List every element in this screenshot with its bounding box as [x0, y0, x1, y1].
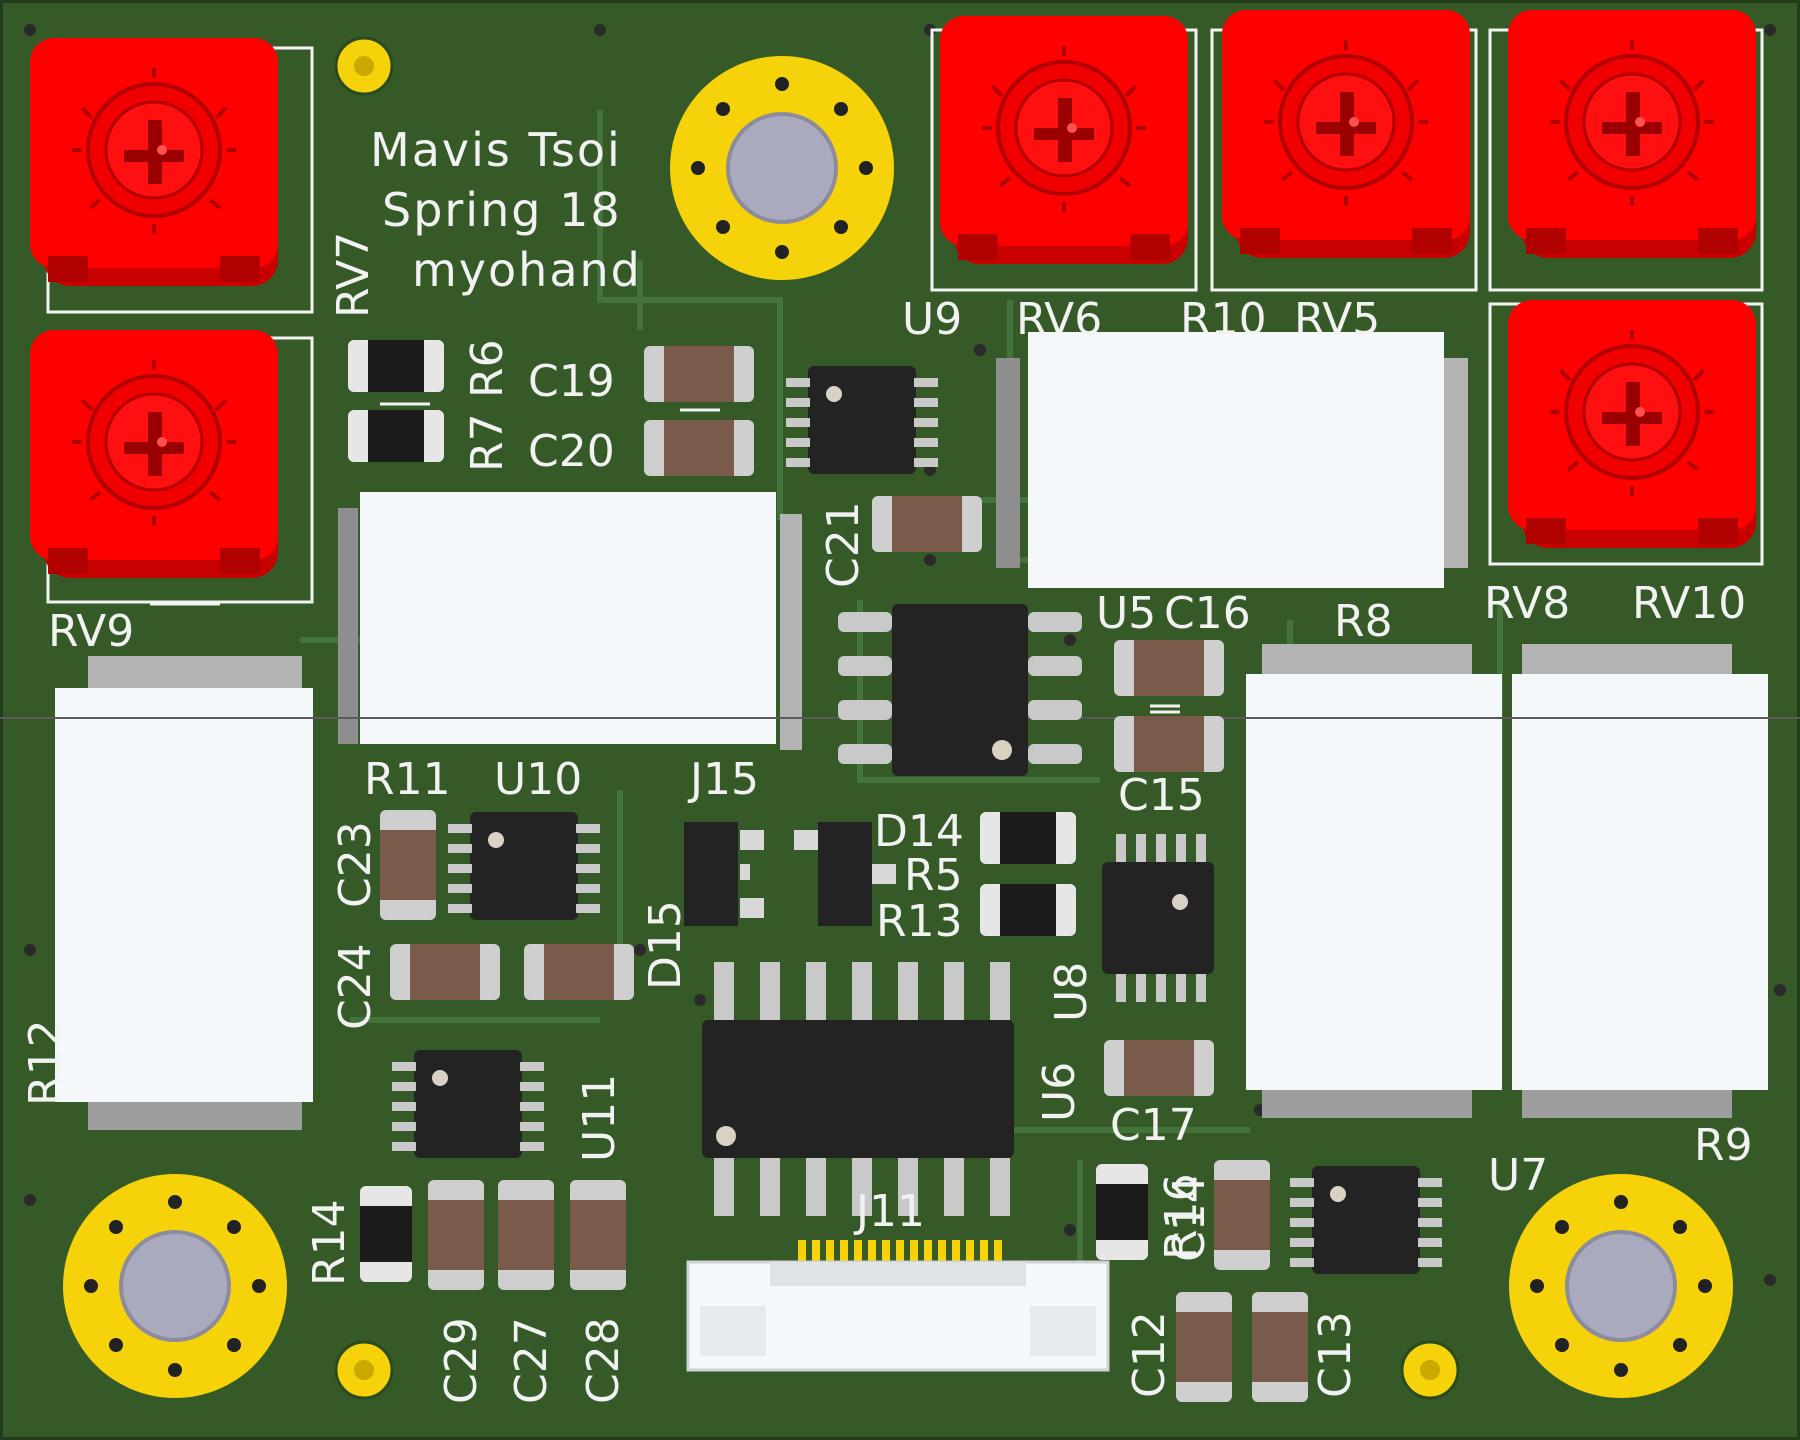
ic-u6 — [702, 962, 1014, 1216]
label-r8: R8 — [1334, 596, 1393, 647]
label-r7: R7 — [462, 413, 513, 472]
capacitor-c24 — [390, 944, 500, 1000]
label-c24: C24 — [330, 943, 381, 1030]
label-c16: C16 — [1164, 588, 1251, 639]
capacitor-c28 — [570, 1180, 626, 1290]
resistor-r6 — [348, 340, 444, 392]
capacitor-c17 — [1104, 1040, 1214, 1096]
label-r5: R5 — [904, 850, 963, 901]
capacitor-c20 — [644, 420, 754, 476]
label-u7: U7 — [1488, 1150, 1548, 1201]
capacitor-c27 — [498, 1180, 554, 1290]
capacitor-c12 — [1176, 1292, 1232, 1402]
label-c12: C12 — [1124, 1311, 1175, 1398]
fiducial-pads — [334, 36, 1460, 1400]
diode-d14-sot — [794, 822, 896, 926]
capacitor-c13 — [1252, 1292, 1308, 1402]
label-rv5: RV5 — [1294, 294, 1380, 345]
capacitor-c21 — [872, 496, 982, 552]
label-r12: R12 — [20, 1019, 71, 1106]
capacitor-c16 — [1114, 640, 1224, 696]
label-c27: C27 — [506, 1317, 557, 1404]
large-white-components — [55, 332, 1768, 1130]
potentiometer-rv7 — [28, 36, 280, 288]
label-u11: U11 — [574, 1074, 625, 1162]
label-u5: U5 — [1096, 588, 1156, 639]
ic-u7 — [1290, 1166, 1442, 1274]
potentiometer-rv8-top — [1506, 8, 1758, 260]
label-r13: R13 — [876, 896, 963, 947]
label-r6: R6 — [462, 339, 513, 398]
label-r10: R10 — [1180, 294, 1267, 345]
label-d14: D14 — [874, 806, 964, 857]
mounting-hole-top — [668, 54, 896, 282]
ic-u8 — [1102, 834, 1214, 1002]
label-r9: R9 — [1694, 1120, 1753, 1171]
label-u6: U6 — [1034, 1062, 1085, 1122]
label-rv9: RV9 — [48, 606, 134, 657]
potentiometer-rv9 — [28, 328, 280, 580]
capacitor-near-d15 — [524, 944, 634, 1000]
label-rv8: RV8 — [1484, 578, 1570, 629]
label-c20: C20 — [528, 426, 615, 477]
capacitor-c29 — [428, 1180, 484, 1290]
ic-u9 — [786, 366, 938, 474]
ic-u11 — [392, 1050, 544, 1158]
diode-d15 — [684, 822, 764, 926]
resistor-d14 — [980, 812, 1076, 864]
label-c29: C29 — [436, 1317, 487, 1404]
label-rv7: RV7 — [328, 232, 379, 318]
label-rv10: RV10 — [1632, 578, 1746, 629]
resistor-r13 — [980, 884, 1076, 936]
capacitor-c15 — [1114, 716, 1224, 772]
board-title-line-3: myohand — [412, 243, 642, 297]
connector-j11 — [686, 1240, 1110, 1372]
capacitor-c14 — [1214, 1160, 1270, 1270]
label-c19: C19 — [528, 356, 615, 407]
label-r11: R11 — [364, 754, 451, 805]
potentiometer-rv10 — [1506, 298, 1758, 550]
ic-u10 — [448, 812, 600, 920]
label-c17: C17 — [1110, 1100, 1197, 1151]
label-c14: C14 — [1164, 1175, 1215, 1262]
board-title-line-2: Spring 18 — [382, 183, 622, 237]
mounting-hole-bottom-right — [1507, 1172, 1735, 1400]
label-c21: C21 — [818, 501, 869, 588]
label-j11: J11 — [853, 1186, 925, 1237]
label-c15: C15 — [1118, 770, 1205, 821]
label-rv6: RV6 — [1016, 294, 1102, 345]
label-r16: R16 — [1156, 1173, 1207, 1260]
label-d15: D15 — [640, 900, 691, 990]
potentiometer-rv6 — [938, 14, 1190, 266]
resistor-r16 — [1096, 1164, 1148, 1260]
capacitor-c23 — [380, 810, 436, 920]
label-c28: C28 — [578, 1317, 629, 1404]
label-r14: R14 — [304, 1199, 355, 1286]
label-c23: C23 — [330, 821, 381, 908]
potentiometer-rv5 — [1220, 8, 1472, 260]
ic-u5 — [838, 604, 1082, 776]
label-j15: J15 — [687, 754, 759, 805]
mounting-hole-bottom-left — [61, 1172, 289, 1400]
silkscreen-text: Mavis Tsoi Spring 18 myohand RV7 RV9 RV6… — [20, 123, 1753, 1404]
resistor-r14 — [360, 1186, 412, 1282]
label-c13: C13 — [1310, 1311, 1361, 1398]
label-u10: U10 — [494, 754, 582, 805]
capacitor-c19 — [644, 346, 754, 402]
silkscreen-marks — [150, 310, 1180, 714]
board-title-line-1: Mavis Tsoi — [370, 123, 622, 177]
resistor-r7 — [348, 410, 444, 462]
label-u9: U9 — [902, 294, 962, 345]
label-u8: U8 — [1046, 962, 1097, 1022]
